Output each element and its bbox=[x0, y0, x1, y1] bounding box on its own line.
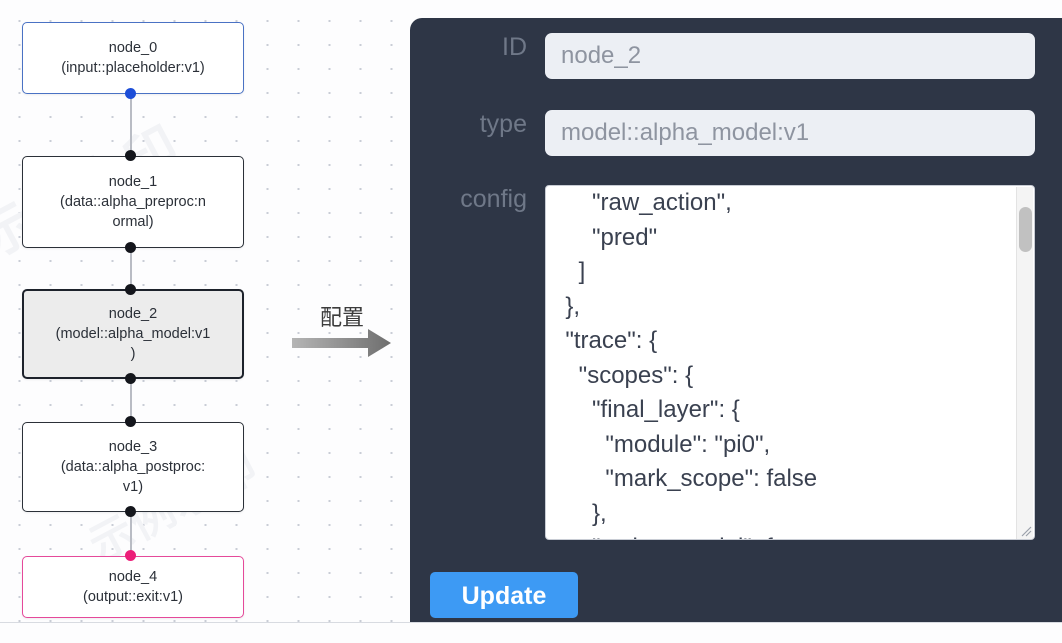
flow-node-node_0[interactable]: node_0 (input::placeholder:v1) bbox=[22, 22, 244, 94]
type-label: type bbox=[479, 110, 527, 138]
flow-node-id: node_2 bbox=[108, 306, 158, 322]
flow-node-node_2[interactable]: node_2 (model::alpha_model:v1 ) bbox=[22, 289, 244, 379]
config-field-row: config "raw_action", "pred" ] }, "trace"… bbox=[430, 185, 1035, 540]
config-panel: ID type config "raw_action", "pred" ] },… bbox=[410, 18, 1062, 622]
panel-bottom-divider bbox=[0, 622, 1062, 623]
right-arrow-icon bbox=[292, 329, 391, 357]
flow-node-id: node_1 bbox=[108, 174, 158, 190]
flow-node-type-cont: ) bbox=[130, 346, 136, 362]
flow-node-type: (model::alpha_model:v1 bbox=[55, 326, 211, 342]
edge-node3-node4 bbox=[130, 511, 132, 555]
edge-node1-node2 bbox=[130, 249, 132, 311]
node_2-source-handle[interactable] bbox=[125, 373, 136, 384]
config-textarea-wrapper: "raw_action", "pred" ] }, "trace": { "sc… bbox=[545, 185, 1035, 540]
flow-node-type-cont: v1) bbox=[122, 479, 144, 495]
edge-node0-node1 bbox=[130, 93, 132, 155]
type-input[interactable] bbox=[545, 110, 1035, 156]
resize-handle-icon[interactable] bbox=[1018, 523, 1032, 537]
annotation-label: 配置 bbox=[319, 305, 364, 330]
config-textarea[interactable]: "raw_action", "pred" ] }, "trace": { "sc… bbox=[545, 185, 1035, 540]
id-field-row: ID bbox=[430, 33, 1035, 79]
flow-node-type: (data::alpha_preproc:n bbox=[60, 194, 206, 210]
flow-node-node_4[interactable]: node_4 (output::exit:v1) bbox=[22, 556, 244, 618]
node_4-target-handle[interactable] bbox=[125, 550, 136, 561]
edge-node2-node3 bbox=[130, 377, 132, 421]
flow-node-id: node_4 bbox=[108, 569, 158, 585]
id-input[interactable] bbox=[545, 33, 1035, 79]
flow-node-type: (output::exit:v1) bbox=[83, 589, 183, 605]
config-textarea-text: "raw_action", "pred" ] }, "trace": { "sc… bbox=[565, 189, 818, 539]
id-label: ID bbox=[502, 33, 527, 61]
update-button[interactable]: Update bbox=[430, 572, 578, 618]
config-scrollbar[interactable] bbox=[1016, 187, 1033, 539]
flow-node-type: (input::placeholder:v1) bbox=[61, 60, 205, 76]
config-label: config bbox=[460, 185, 527, 213]
node_1-source-handle[interactable] bbox=[125, 242, 136, 253]
flow-node-node_1[interactable]: node_1 (data::alpha_preproc:n ormal) bbox=[22, 156, 244, 248]
node_3-target-handle[interactable] bbox=[125, 416, 136, 427]
flow-node-type-cont: ormal) bbox=[112, 214, 154, 230]
config-scrollbar-thumb[interactable] bbox=[1019, 207, 1032, 252]
node_1-target-handle[interactable] bbox=[125, 150, 136, 161]
flow-node-id: node_0 bbox=[108, 40, 158, 56]
flow-node-node_3[interactable]: node_3 (data::alpha_postproc: v1) bbox=[22, 422, 244, 512]
type-field-row: type bbox=[430, 110, 1035, 156]
node_3-source-handle[interactable] bbox=[125, 506, 136, 517]
node_0-source-handle[interactable] bbox=[125, 88, 136, 99]
node_2-target-handle[interactable] bbox=[125, 284, 136, 295]
flow-node-type: (data::alpha_postproc: bbox=[60, 459, 206, 475]
flow-node-id: node_3 bbox=[108, 439, 158, 455]
